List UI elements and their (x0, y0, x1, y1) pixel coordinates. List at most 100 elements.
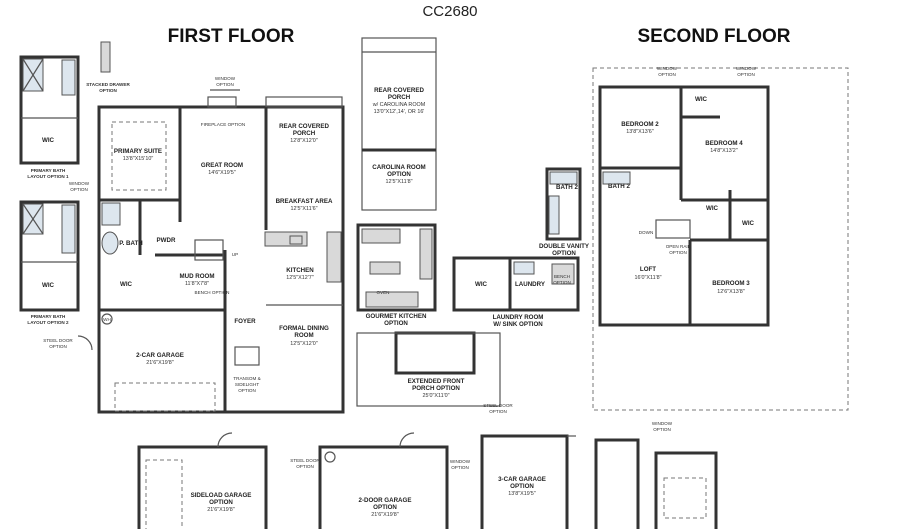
sideload-garage-dim: 21'6"X19'8" (207, 507, 235, 513)
first-floor-walls (97, 96, 345, 414)
garage-2car-dim: 21'6"X19'8" (146, 360, 174, 366)
first-floor-wic: WIC (120, 281, 133, 288)
laundry-sink-option (452, 256, 580, 312)
wic-label-2: WIC (42, 282, 55, 289)
water-heater-icon (101, 313, 113, 325)
kitchen-counter (326, 231, 342, 283)
bath2-tub (602, 171, 631, 185)
laundry-label: LAUNDRY (515, 281, 546, 288)
breakfast-dim: 12'5"X11'6" (290, 206, 317, 212)
bedroom2-name: BEDROOM 2 (621, 121, 659, 128)
great-room-name: GREAT ROOM (201, 162, 243, 169)
upper-wic-3: WIC (742, 220, 755, 227)
bedroom3-dim: 12'6"X13'8" (717, 289, 745, 295)
bath2-label: BATH 2 (608, 183, 630, 190)
second-floor-walls (598, 85, 770, 327)
3car-garage-option (480, 434, 576, 529)
loft-dim: 16'0"X11'8" (634, 275, 661, 281)
carolina-porch-dim: 13'0"X12',14', OR 16' (374, 109, 425, 115)
carolina-porch-sub: w/ CAROLINA ROOM (372, 102, 426, 108)
extended-porch-dim: 25'0"X11'0" (422, 393, 449, 399)
double-vanity-option (545, 167, 582, 241)
kitchen-dim: 12'5"X12'7" (286, 275, 314, 281)
extended-porch-option (356, 331, 501, 407)
first-floor-title: FIRST FLOOR (168, 26, 295, 47)
bath2-label-option: BATH 2 (556, 184, 578, 191)
bedroom2-dim: 13'8"X13'6" (626, 129, 654, 135)
sideload-garage-option (137, 432, 268, 529)
formal-dining-dim: 12'5"X12'0" (290, 341, 318, 347)
stair-down-label: DOWN (639, 230, 654, 235)
wic-label-1: WIC (42, 137, 55, 144)
loft-name: LOFT (640, 266, 656, 273)
gourmet-kitchen-option (356, 223, 437, 312)
fireplace-option-label: FIREPLACE OPTION (201, 122, 245, 127)
kitchen-sink (289, 235, 303, 245)
pwdr-label: PWDR (157, 237, 176, 244)
3car-garage-dim: 13'8"X19'5" (508, 491, 536, 497)
primary-bath-option-1: WIC (19, 55, 80, 165)
second-floor-roof-outline (592, 67, 849, 411)
stair-up (194, 239, 224, 261)
upper-wic-1: WIC (695, 96, 708, 103)
stair-up-label: UP (232, 252, 238, 257)
mud-room-dim: 11'8"X7'8" (185, 281, 209, 287)
primary-tub (101, 231, 119, 255)
bedroom3-name: BEDROOM 3 (712, 280, 750, 287)
foyer-label: FOYER (234, 318, 256, 325)
primary-suite-name: PRIMARY SUITE (114, 148, 162, 155)
mud-room-name: MUD ROOM (179, 273, 214, 280)
bedroom4-name: BEDROOM 4 (705, 140, 743, 147)
oven-label: OVEN (376, 290, 389, 295)
pbath-label: P. BATH (119, 240, 143, 247)
breakfast-name: BREAKFAST AREA (276, 198, 333, 205)
laundry-wic: WIC (475, 281, 488, 288)
carolina-room-dim: 12'5"X11'8" (385, 179, 412, 185)
second-floor-title: SECOND FLOOR (637, 26, 790, 47)
second-floor-garage-roof (594, 438, 718, 529)
rear-porch-dim: 12'8"X12'0" (290, 138, 318, 144)
2door-garage-option (318, 432, 449, 529)
kitchen-name: KITCHEN (286, 267, 314, 274)
bedroom4-dim: 14'8"X13'2" (710, 148, 738, 154)
primary-toilet-area (101, 202, 121, 226)
plan-code: CC2680 (422, 3, 477, 20)
primary-bath-option-2: WIC (19, 200, 80, 312)
bench-option-label: BENCH OPTION (195, 290, 230, 295)
carolina-porch-option (361, 37, 437, 211)
wh-label: WH (103, 317, 111, 322)
transom-box (234, 346, 260, 366)
primary-suite-dim: 13'8"X15'10" (123, 156, 154, 162)
great-room-dim: 14'6"X19'5" (208, 170, 236, 176)
bed-outline (111, 121, 167, 191)
garage-2car-name: 2-CAR GARAGE (136, 352, 184, 359)
steel-door-swing (77, 335, 93, 351)
fireplace-box (207, 96, 237, 108)
